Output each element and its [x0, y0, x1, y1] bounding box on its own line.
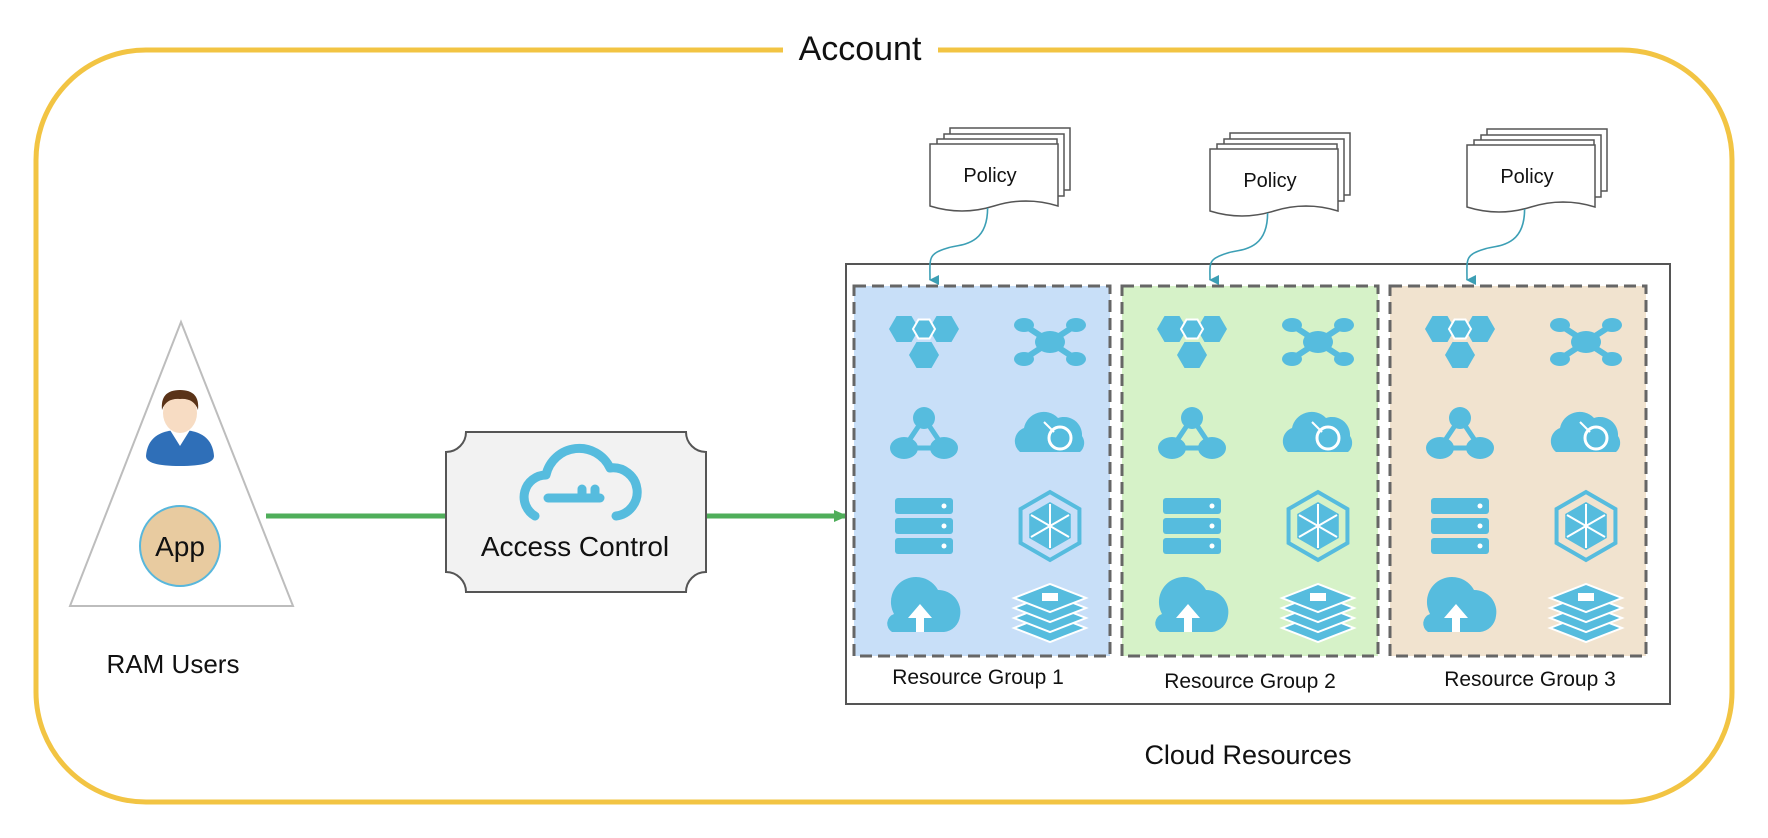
resource-group-2-label: Resource Group 2 — [1164, 670, 1336, 693]
hexagon-cluster-icon — [889, 316, 959, 368]
account-title-background — [783, 28, 938, 70]
access-control-label: Access Control — [481, 531, 669, 562]
cloud-upload-icon — [1423, 576, 1497, 632]
cloud-key-icon — [519, 443, 642, 521]
network-hub-icon — [1550, 318, 1622, 366]
policy-arrow-1 — [929, 207, 989, 285]
app-circle — [139, 505, 221, 587]
server-stack-icon — [1163, 498, 1221, 554]
policy-document-2 — [1209, 132, 1351, 285]
policy-2-label: Policy — [1243, 170, 1296, 192]
policies — [929, 127, 1608, 285]
resource-group-3-label: Resource Group 3 — [1444, 668, 1616, 691]
network-hub-icon — [1282, 318, 1354, 366]
policy-3-label: Policy — [1500, 166, 1553, 188]
layers-stack-icon — [1011, 582, 1089, 644]
hexagon-cluster-icon — [1157, 316, 1227, 368]
user-avatar-icon — [146, 390, 214, 466]
resource-group-3 — [1388, 284, 1648, 658]
cloud-gear-icon — [1550, 411, 1621, 452]
policy-page — [1209, 148, 1339, 217]
layers-stack-icon — [1279, 582, 1357, 644]
triangle-nodes-icon — [890, 407, 958, 459]
network-hub-icon — [1014, 318, 1086, 366]
policy-document-3 — [1466, 128, 1608, 285]
resource-group-2 — [1120, 284, 1380, 658]
container-cube-icon — [1286, 489, 1350, 563]
cloud-upload-icon — [1155, 576, 1229, 632]
policy-page — [929, 143, 1059, 212]
resource-groups — [852, 284, 1648, 658]
server-stack-icon — [1431, 498, 1489, 554]
server-stack-icon — [895, 498, 953, 554]
triangle-nodes-icon — [1426, 407, 1494, 459]
hexagon-cluster-icon — [1425, 316, 1495, 368]
resource-group-1 — [852, 284, 1112, 658]
resource-group-1-label: Resource Group 1 — [892, 666, 1064, 689]
cloud-upload-icon — [887, 576, 961, 632]
cloud-resources-label: Cloud Resources — [1144, 740, 1351, 770]
policy-document-1 — [929, 127, 1071, 285]
ram-users-label: RAM Users — [107, 649, 240, 679]
policy-arrow-3 — [1466, 208, 1526, 285]
policy-1-label: Policy — [963, 165, 1016, 187]
triangle-nodes-icon — [1158, 407, 1226, 459]
access-control-box — [445, 431, 707, 593]
account-title: Account — [799, 30, 922, 68]
policy-arrow-2 — [1209, 212, 1269, 285]
cloud-gear-icon — [1014, 411, 1085, 452]
cloud-gear-icon — [1282, 411, 1353, 452]
policy-page — [1466, 144, 1596, 213]
container-cube-icon — [1018, 489, 1082, 563]
app-label: App — [155, 531, 205, 562]
layers-stack-icon — [1547, 582, 1625, 644]
container-cube-icon — [1554, 489, 1618, 563]
